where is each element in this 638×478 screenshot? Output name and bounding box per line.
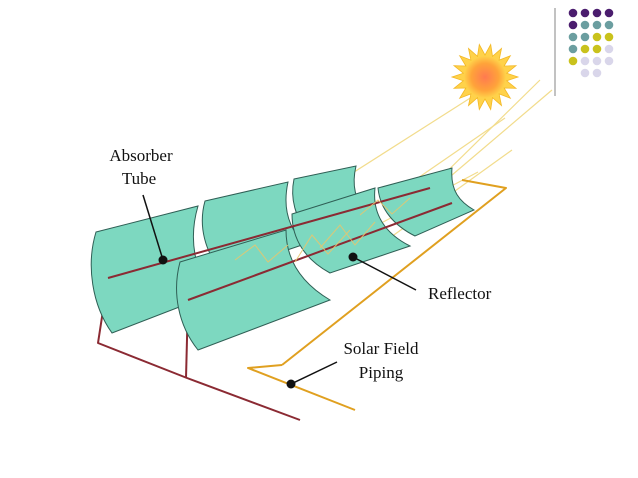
decor-dot: [568, 32, 578, 42]
decor-dot: [592, 8, 602, 18]
decor-dot: [580, 56, 590, 66]
decor-dot: [604, 44, 614, 54]
decor-dot: [592, 20, 602, 30]
decor-dot: [580, 8, 590, 18]
piping-label-line2: Piping: [359, 363, 404, 382]
absorber-tube-callout: Absorber Tube: [109, 146, 173, 265]
decor-dot: [568, 8, 578, 18]
piping-label-line1: Solar Field: [343, 339, 419, 358]
decor-dot: [580, 44, 590, 54]
absorber-label-line1: Absorber: [109, 146, 173, 165]
decor-dot: [604, 56, 614, 66]
decor-dot: [604, 8, 614, 18]
decor-dot: [580, 20, 590, 30]
solar-field-piping: [247, 179, 507, 411]
reflector-callout: Reflector: [348, 252, 492, 303]
reflected-light: [234, 197, 411, 263]
decor-dot: [580, 32, 590, 42]
decor-dot: [592, 56, 602, 66]
decor-dot: [604, 20, 614, 30]
decor-dot: [580, 68, 590, 78]
decor-dot: [592, 68, 602, 78]
decor-dot: [568, 44, 578, 54]
decor-dot: [592, 32, 602, 42]
piping-callout: Solar Field Piping: [286, 339, 419, 389]
sun-icon: [450, 43, 520, 111]
absorber-label-line2: Tube: [122, 169, 156, 188]
dot-grid-icon: [568, 8, 614, 78]
decor-dot: [568, 20, 578, 30]
decor-dot: [568, 56, 578, 66]
decor-dot: [604, 32, 614, 42]
reflector-label: Reflector: [428, 284, 492, 303]
decor-dot: [592, 44, 602, 54]
